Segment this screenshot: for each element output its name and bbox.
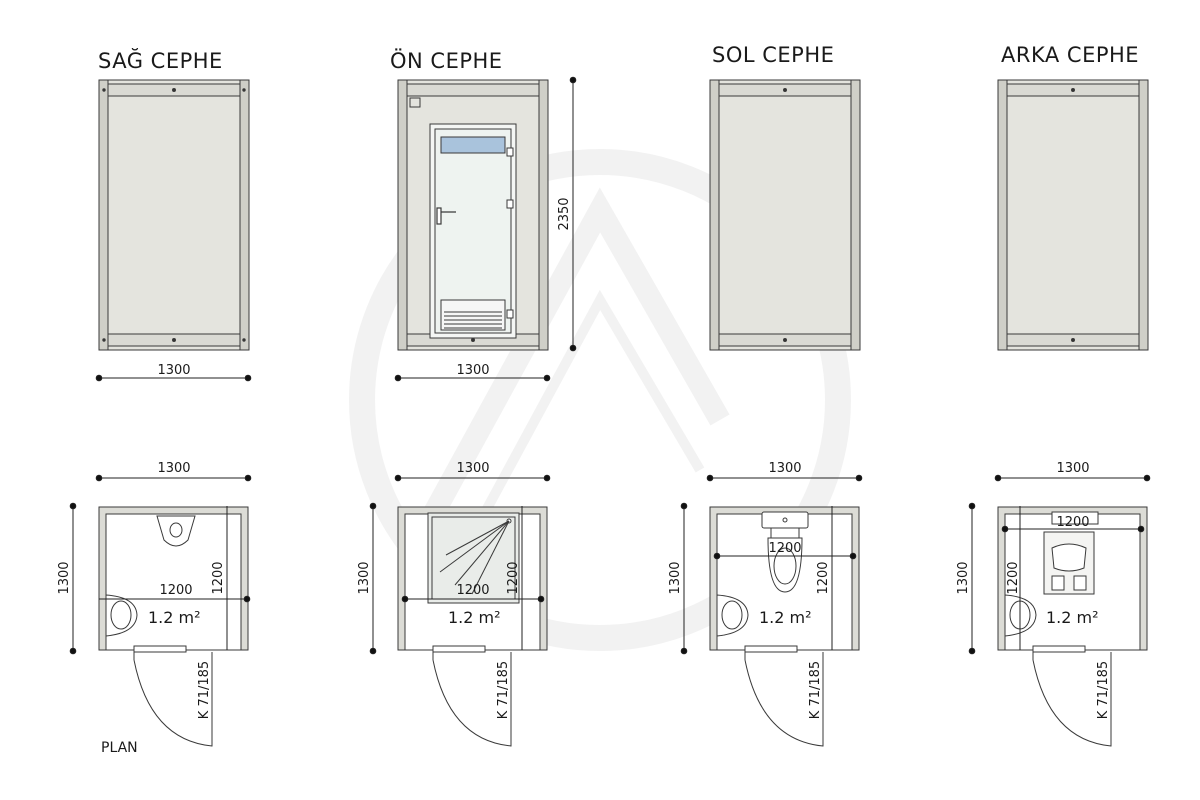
elevation-width-label-on: 1300 (456, 363, 489, 378)
plan-4-depth-label: 1300 (956, 561, 971, 594)
door-swings (133, 652, 1112, 747)
plan-1-depth-label: 1300 (57, 561, 72, 594)
plan-1-width-label: 1300 (157, 461, 190, 476)
elevation-height-label-on: 2350 (557, 197, 572, 230)
squat-toilet-fixture (1043, 511, 1099, 595)
elevation-width-dimension-sag (95, 374, 252, 382)
plan-1-area: 1.2 m² (148, 608, 201, 627)
plan-outer-depth-dimensions (69, 502, 976, 655)
elevation-title-sag: SAĞ CEPHE (98, 48, 223, 73)
plan-4-width-label: 1300 (1056, 461, 1089, 476)
plan-2-depth-label: 1300 (357, 561, 372, 594)
plan-3-area: 1.2 m² (759, 608, 812, 627)
plan-1-inner-width-label: 1200 (159, 583, 192, 598)
plan-4-area: 1.2 m² (1046, 608, 1099, 627)
plan-4-inner-width-label: 1200 (1056, 515, 1089, 530)
plan-outer-width-dimensions (95, 474, 1151, 482)
plan-1-door-label: K 71/185 (197, 661, 212, 719)
elevation-width-dimension-on (394, 374, 551, 382)
plan-4-inner-height-label: 1200 (1006, 561, 1021, 594)
plan-2-area: 1.2 m² (448, 608, 501, 627)
toilet-fixture (761, 511, 809, 593)
plan-3-depth-label: 1300 (668, 561, 683, 594)
plan-3-inner-height-label: 1200 (816, 561, 831, 594)
door-handle (436, 207, 456, 225)
elevation-arka (997, 79, 1149, 351)
elevation-sag (98, 79, 250, 351)
elevation-title-arka: ARKA CEPHE (1001, 43, 1139, 67)
plan-2-inner-dimensions (401, 506, 545, 650)
plan-1-inner-height-label: 1200 (211, 561, 226, 594)
plan-3-inner-dimensions (713, 506, 857, 650)
elevation-sol (709, 79, 861, 351)
front-door (429, 123, 517, 339)
plan-2-door-label: K 71/185 (496, 661, 511, 719)
plan-3-door-label: K 71/185 (808, 661, 823, 719)
urinal-fixture (156, 515, 196, 547)
plan-2-width-label: 1300 (456, 461, 489, 476)
plan-3-width-label: 1300 (768, 461, 801, 476)
plan-2-inner-width-label: 1200 (456, 583, 489, 598)
plan-2-inner-height-label: 1200 (506, 561, 521, 594)
elevation-height-dimension-on (569, 76, 577, 352)
sink-fixture (105, 594, 138, 637)
watermark-logo (349, 149, 851, 651)
elevation-title-sol: SOL CEPHE (712, 43, 834, 67)
plan-4-inner-dimensions (1001, 506, 1145, 650)
plan-3-inner-width-label: 1200 (768, 541, 801, 556)
sink-fixture-3 (716, 594, 749, 637)
elevation-title-on: ÖN CEPHE (390, 48, 503, 73)
plan-label: PLAN (101, 740, 138, 756)
plan-4-door-label: K 71/185 (1096, 661, 1111, 719)
shower-tray (427, 512, 520, 604)
plan-1-inner-dimensions (99, 506, 251, 650)
elevation-width-label-sag: 1300 (157, 363, 190, 378)
